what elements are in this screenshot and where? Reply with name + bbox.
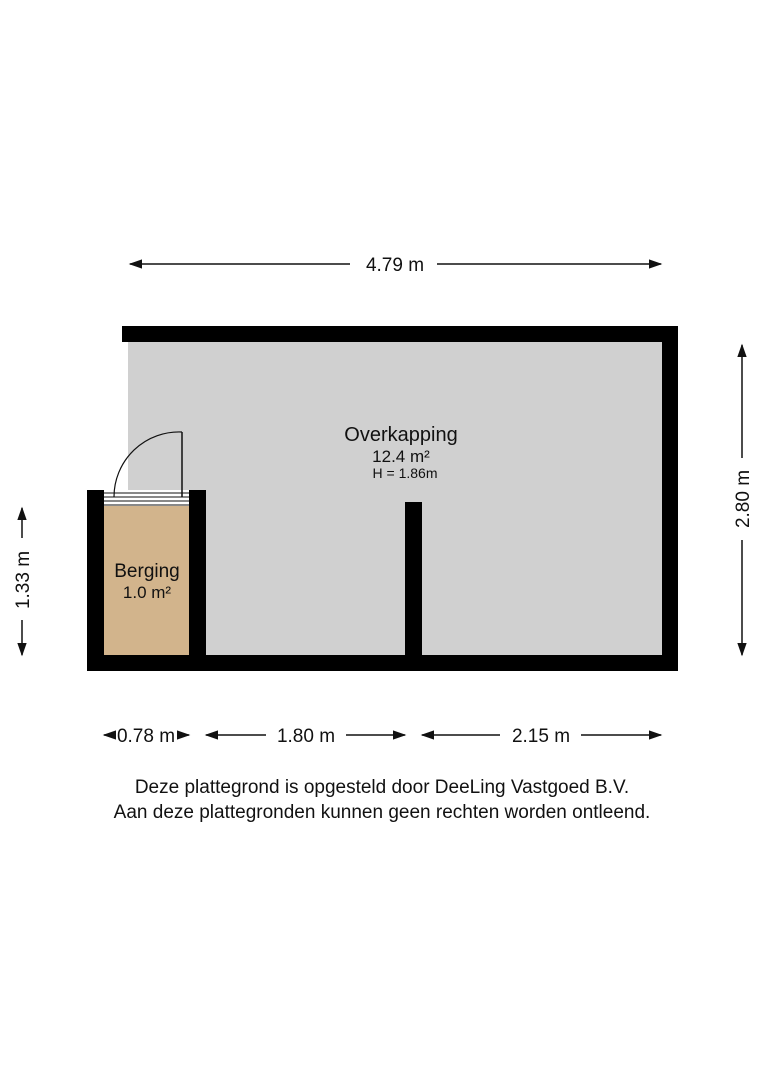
dimension-left: 1.33 m bbox=[13, 506, 34, 657]
wall-berging-right bbox=[189, 490, 206, 671]
berging-floor bbox=[103, 506, 189, 657]
wall-top bbox=[122, 326, 678, 342]
overkapping-name: Overkapping bbox=[344, 424, 457, 446]
overkapping-area: 12.4 m² bbox=[372, 447, 430, 466]
wall-berging-left bbox=[87, 490, 104, 671]
berging-name: Berging bbox=[114, 561, 180, 582]
dimension-bottom-2-label: 1.80 m bbox=[277, 726, 335, 747]
dimension-bottom-1: 0.78 m bbox=[102, 726, 191, 747]
overkapping-height: H = 1.86m bbox=[373, 465, 438, 481]
wall-bottom bbox=[87, 655, 678, 671]
dimension-top-label: 4.79 m bbox=[366, 255, 424, 276]
disclaimer-line-1: Deze plattegrond is opgesteld door DeeLi… bbox=[134, 777, 630, 798]
door bbox=[104, 431, 189, 506]
dimension-right: 2.80 m bbox=[733, 343, 754, 657]
dimension-bottom-1-label: 0.78 m bbox=[117, 726, 175, 747]
wall-partition bbox=[405, 502, 422, 662]
dimension-bottom-2: 1.80 m bbox=[204, 726, 407, 747]
dimension-bottom-3: 2.15 m bbox=[420, 726, 663, 747]
dimension-right-label: 2.80 m bbox=[733, 470, 754, 528]
dimension-left-label: 1.33 m bbox=[13, 551, 34, 609]
overkapping-floor bbox=[128, 341, 663, 657]
dimension-top: 4.79 m bbox=[128, 255, 663, 276]
berging-area: 1.0 m² bbox=[123, 583, 172, 602]
wall-right bbox=[662, 326, 678, 671]
dimension-bottom-3-label: 2.15 m bbox=[512, 726, 570, 747]
disclaimer-line-2: Aan deze plattegronden kunnen geen recht… bbox=[113, 802, 651, 823]
